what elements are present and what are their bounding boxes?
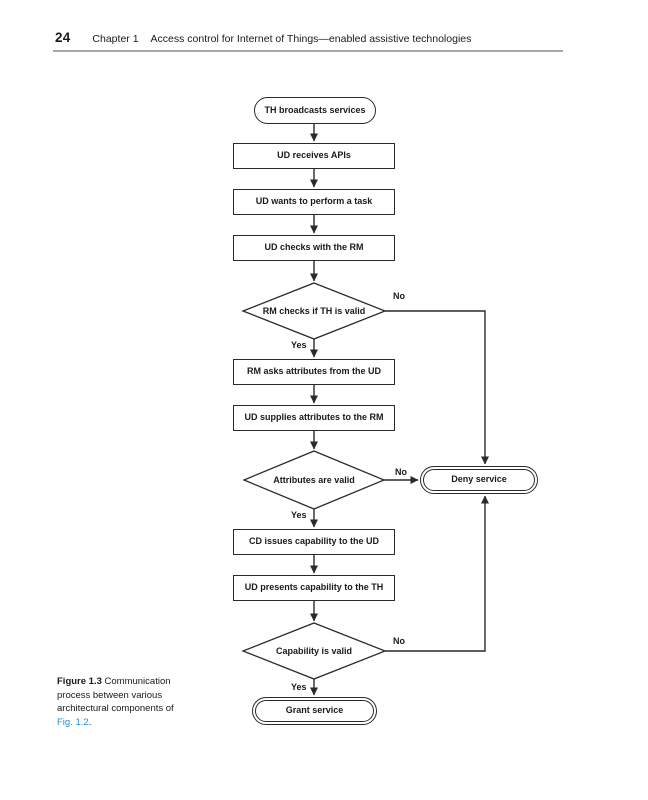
node-grant-service-terminator: Grant service <box>252 697 377 725</box>
node-label: CD issues capability to the UD <box>248 536 380 547</box>
node-ud-receives-apis: UD receives APIs <box>233 143 395 169</box>
caption-period: . <box>88 716 92 728</box>
decision-diamond-capability-valid <box>241 622 387 680</box>
node-start-terminator: TH broadcasts services <box>254 97 376 124</box>
node-label: UD wants to perform a task <box>255 196 373 207</box>
node-label: Deny service <box>451 474 507 485</box>
caption-line-1: Figure 1.3 Communication <box>57 675 242 689</box>
node-ud-checks-rm: UD checks with the RM <box>233 235 395 261</box>
decision-label-capability-valid: Capability is valid <box>275 646 353 656</box>
edge-d3-deny-no <box>385 495 489 652</box>
figure-caption: Figure 1.3 Communication process between… <box>57 675 242 729</box>
edge-label-yes-2: Yes <box>291 510 307 520</box>
node-rm-asks-attributes: RM asks attributes from the UD <box>233 359 395 385</box>
caption-line-4: Fig. 1.2. <box>57 716 242 730</box>
edge-label-no-2: No <box>395 467 407 477</box>
node-label: Grant service <box>285 705 344 716</box>
figure-label: Figure 1.3 <box>57 676 102 687</box>
decision-label-attributes-valid: Attributes are valid <box>273 475 355 485</box>
decision-diamond-attributes-valid <box>242 450 386 510</box>
node-label: UD presents capability to the TH <box>244 582 384 593</box>
edge-label-no-1: No <box>393 291 405 301</box>
decision-diamond-rm-checks <box>241 282 387 340</box>
node-ud-supplies-attributes: UD supplies attributes to the RM <box>233 405 395 431</box>
terminator-inner-border: Deny service <box>423 469 535 491</box>
node-label: UD supplies attributes to the RM <box>244 412 384 423</box>
page-header: 24 Chapter 1 Access control for Internet… <box>55 30 471 45</box>
terminator-inner-border: Grant service <box>255 700 374 722</box>
node-ud-wants-task: UD wants to perform a task <box>233 189 395 215</box>
decision-label-rm-checks: RM checks if TH is valid <box>262 306 366 316</box>
caption-text: Communication <box>104 676 171 687</box>
edge-d1-deny-no <box>385 310 489 465</box>
node-label: UD checks with the RM <box>264 242 364 253</box>
page-number: 24 <box>55 30 71 45</box>
edge-label-yes-1: Yes <box>291 340 307 350</box>
edge-label-no-3: No <box>393 636 405 646</box>
node-ud-presents-capability: UD presents capability to the TH <box>233 575 395 601</box>
caption-line-2: process between various <box>57 689 163 701</box>
edge-label-yes-3: Yes <box>291 682 307 692</box>
chapter-label: Chapter 1 <box>92 33 139 45</box>
node-deny-service-terminator: Deny service <box>420 466 538 494</box>
node-label: TH broadcasts services <box>264 104 366 115</box>
caption-line-3: architectural components of <box>57 703 174 715</box>
header-rule <box>53 50 563 52</box>
node-label: UD receives APIs <box>277 150 351 161</box>
chapter-title: Access control for Internet of Things—en… <box>150 33 472 45</box>
figure-cross-reference-link[interactable]: Fig. 1.2 <box>57 716 89 728</box>
node-cd-issues-capability: CD issues capability to the UD <box>233 529 395 555</box>
node-label: RM asks attributes from the UD <box>246 366 382 377</box>
